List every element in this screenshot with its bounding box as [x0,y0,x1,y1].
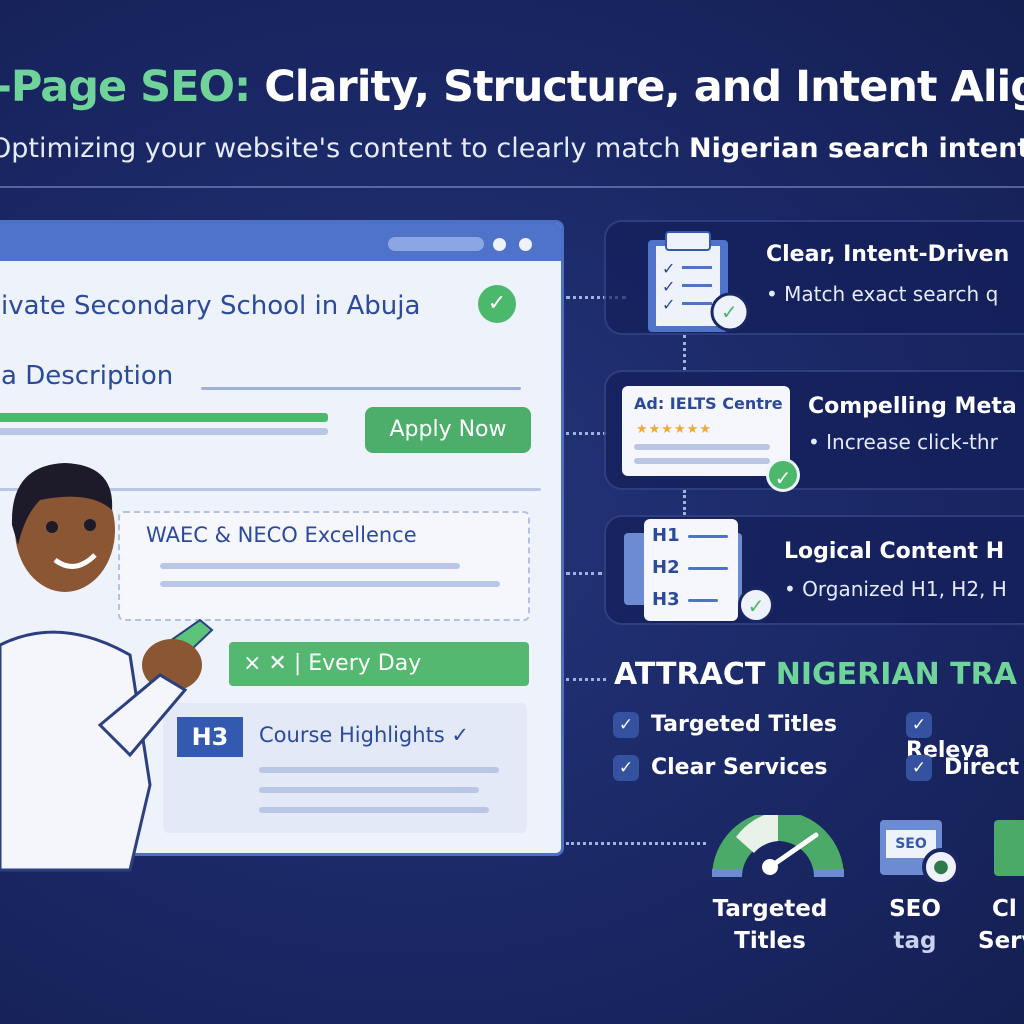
svg-text:✓: ✓ [721,300,738,324]
text-line [688,567,728,570]
check-item-label: Clear Services [651,755,828,780]
h3-badge: H3 [177,717,243,757]
check-item-label: Direct [944,755,1020,780]
panel-bullet: • Match exact search q [766,282,999,306]
subtitle-bold: Nigerian search intent [689,133,1024,164]
text-line [634,458,770,464]
connector [566,296,626,299]
panel-compelling-meta: Ad: IELTS Centre ★★★★★★ ✓ Compelling Met… [604,370,1024,492]
text-line [160,581,500,587]
address-pill [388,237,484,251]
waec-card: WAEC & NECO Excellence [118,511,530,621]
divider [0,186,1024,188]
text-line [688,599,718,602]
person-illustration [0,463,214,872]
heading-doc-card: H1 H2 H3 [644,519,738,621]
page-heading: ivate Secondary School in Abuja [1,291,421,321]
check-icon: ✓ [766,458,800,492]
apply-now-button[interactable]: Apply Now [365,407,531,453]
green-bar [0,413,328,422]
panel-content-hierarchy: H1 H2 H3 ✓ Logical Content H • Organized… [604,515,1024,625]
check-item-label: Targeted Titles [651,712,838,737]
text-line [0,428,328,435]
bottom-label: ClServ [978,893,1024,957]
waec-card-title: WAEC & NECO Excellence [146,523,417,547]
ad-card: Ad: IELTS Centre ★★★★★★ [622,386,790,476]
panel-title: Clear, Intent-Driven [766,242,1010,267]
panel-bullet: • Increase click-thr [808,430,998,454]
connector [566,842,706,845]
h2-label: H2 [652,557,680,578]
page-title: -Page SEO: Clarity, Structure, and Inten… [0,62,1024,112]
services-list-icon [994,820,1024,876]
label-line: tag [893,928,937,954]
underline [201,387,521,390]
h1-label: H1 [652,525,680,546]
text-line [259,767,499,773]
browser-window: ivate Secondary School in Abuja ✓ a Desc… [0,220,564,856]
subtitle: Optimizing your website's content to cle… [0,133,1024,164]
ad-title: Ad: IELTS Centre [634,394,783,413]
checkbox-icon: ✓ [906,712,932,738]
browser-toolbar [0,223,561,261]
connector [683,490,686,515]
checkbox-icon: ✓ [906,755,932,781]
label-line: Titles [734,928,806,954]
connector [566,678,606,681]
checkbox-icon: ✓ [613,712,639,738]
every-day-bar: × ✕ | Every Day [229,642,529,686]
check-icon: ✓ [478,285,516,323]
keyhole-icon: ● [922,848,960,886]
bottom-label: SEO tag [875,893,955,957]
clipboard-checklist-icon: ✓✓✓ ✓ [648,231,750,332]
check-item: ✓ Targeted Titles [613,712,837,738]
label-line: Targeted [712,896,828,922]
star-rating: ★★★★★★ [636,422,712,437]
title-white-part: Clarity, Structure, and Intent Alig [250,62,1024,112]
window-dot [493,238,506,251]
course-highlights-card: H3 Course Highlights ✓ [163,703,527,833]
text-line [160,563,460,569]
text-line [259,787,479,793]
label-line: Serv [978,928,1024,954]
connector [566,432,606,435]
svg-text:✓: ✓ [662,259,675,278]
text-line [688,535,728,538]
window-dot [519,238,532,251]
connector [566,572,602,575]
subtitle-text: Optimizing your website's content to cle… [0,133,690,164]
gauge-icon [712,815,844,877]
attract-green: NIGERIAN TRA [775,657,1017,692]
panel-intent-driven: ✓✓✓ ✓ Clear, Intent-Driven • Match exact… [604,220,1024,335]
check-item: ✓ Clear Services [613,755,828,781]
h3-label: H3 [652,589,680,610]
text-line [259,807,489,813]
title-green-part: -Page SEO: [0,62,251,112]
panel-title: Logical Content H [784,539,1005,564]
panel-bullet: • Organized H1, H2, H [784,577,1007,601]
check-icon: ✓ [738,587,774,623]
checkbox-icon: ✓ [613,755,639,781]
separator [0,488,541,491]
check-item: ✓ Direct [906,755,1019,781]
attract-white: ATTRACT [614,657,776,692]
label-line: SEO [889,896,941,922]
panel-title: Compelling Meta [808,394,1017,419]
meta-description-label: a Description [1,361,174,391]
attract-heading: ATTRACT NIGERIAN TRA [614,657,1017,692]
svg-text:✓: ✓ [662,295,675,314]
label-line: Cl [992,896,1017,922]
text-line [634,444,770,450]
connector [683,335,686,370]
seo-tag-icon: SEO ● [880,820,960,886]
course-highlights-title: Course Highlights ✓ [259,723,470,747]
svg-text:✓: ✓ [662,277,675,296]
